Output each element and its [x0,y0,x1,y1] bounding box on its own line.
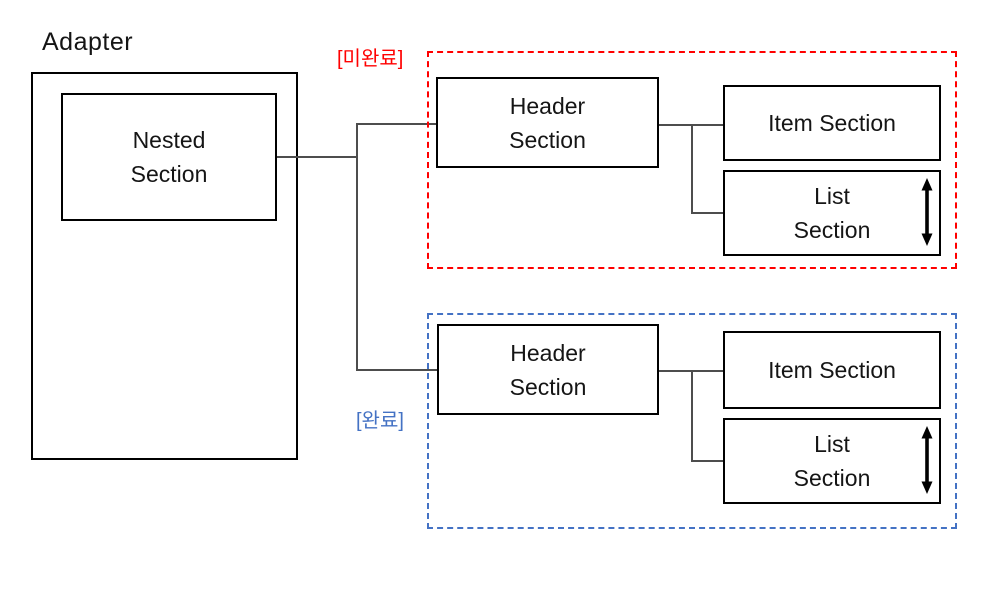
complete-group-boundary [427,313,957,529]
list-section-box-incomplete: List Section [723,170,941,256]
connector-complete-branch-vertical [691,370,693,462]
connector-trunk-to-complete-header [357,369,438,371]
connector-complete-branch-to-list [691,460,724,462]
header-section-box-incomplete: Header Section [436,77,659,168]
item-section-box-incomplete: Item Section [723,85,941,161]
nested-section-label: Nested Section [130,127,208,187]
header-section-box-complete: Header Section [437,324,659,415]
list-section-label-incomplete: List Section [793,183,871,243]
vertical-double-arrow-icon [921,178,933,246]
header-section-label-incomplete: Header Section [509,92,586,153]
item-section-box-complete: Item Section [723,331,941,409]
connector-nested-to-trunk [277,156,358,158]
incomplete-group-boundary [427,51,957,269]
vertical-double-arrow-icon [921,426,933,494]
item-section-label-incomplete: Item Section [768,110,896,136]
connector-trunk-to-incomplete-header [357,123,437,125]
list-section-box-complete: List Section [723,418,941,504]
item-section-label-complete: Item Section [768,357,896,383]
nested-section-box: Nested Section [61,93,277,221]
header-section-label-complete: Header Section [509,339,587,400]
complete-group-label: [완료] [356,410,404,432]
incomplete-group-label: [미완료] [337,48,404,70]
connector-incomplete-branch-vertical [691,124,693,214]
diagram-title: Adapter [42,28,134,56]
connector-incomplete-branch-to-list [691,212,724,214]
connector-trunk-vertical [356,123,358,371]
list-section-label-complete: List Section [793,431,871,491]
